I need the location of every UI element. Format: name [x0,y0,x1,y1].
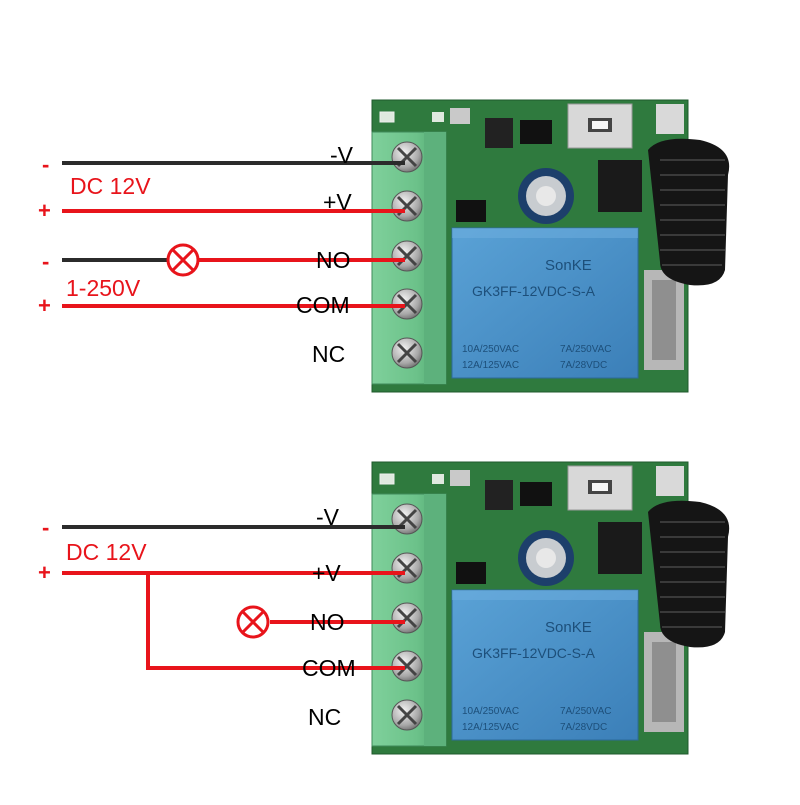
diagram-bottom: SonKE GK3FF-12VDC-S-A 10A/250VAC 12A/125… [38,461,731,755]
relay-rating-bottom-2: 12A/125VAC [462,722,519,733]
relay-module-bottom [371,461,731,755]
wire-jumper-com [146,573,405,670]
relay-model-top: GK3FF-12VDC-S-A [472,283,596,299]
terminal-label-com-bottom: COM [302,655,356,681]
polarity-plus-2: + [38,293,51,318]
relay-rating-top-1: 10A/250VAC [462,344,519,355]
polarity-minus-1: - [42,152,49,177]
polarity-plus-3: + [38,560,51,585]
relay-brand-top: SonKE [545,257,592,274]
relay-rating-bottom-3: 7A/250VAC [560,706,612,717]
polarity-minus-3: - [42,515,49,540]
terminal-label-posv-top: +V [323,189,352,215]
relay-brand-bottom: SonKE [545,619,592,636]
terminal-label-nc-bottom: NC [308,704,341,730]
terminal-label-nc-top: NC [312,341,345,367]
relay-rating-bottom-4: 7A/28VDC [560,722,607,733]
relay-rating-bottom-1: 10A/250VAC [462,706,519,717]
relay-rating-top-4: 7A/28VDC [560,360,607,371]
terminal-label-com-top: COM [296,292,350,318]
diagram-top: SonKE GK3FF-12VDC-S-A 10A/250VAC 12A/125… [38,99,731,393]
lamp-icon [166,243,200,277]
supply-label-top: DC 12V [70,173,151,199]
supply-label-bottom: DC 12V [66,539,147,565]
relay-module-top [371,99,731,393]
terminal-label-negv-top: -V [330,142,354,168]
terminal-label-no-bottom: NO [310,609,345,635]
polarity-minus-2: - [42,249,49,274]
terminal-label-negv-bottom: -V [316,504,340,530]
terminal-label-no-top: NO [316,247,351,273]
terminal-label-posv-bottom: +V [312,560,341,586]
lamp-icon [236,605,270,639]
relay-model-bottom: GK3FF-12VDC-S-A [472,645,596,661]
polarity-plus-1: + [38,198,51,223]
relay-rating-top-2: 12A/125VAC [462,360,519,371]
relay-rating-top-3: 7A/250VAC [560,344,612,355]
load-label-top: 1-250V [66,275,141,301]
